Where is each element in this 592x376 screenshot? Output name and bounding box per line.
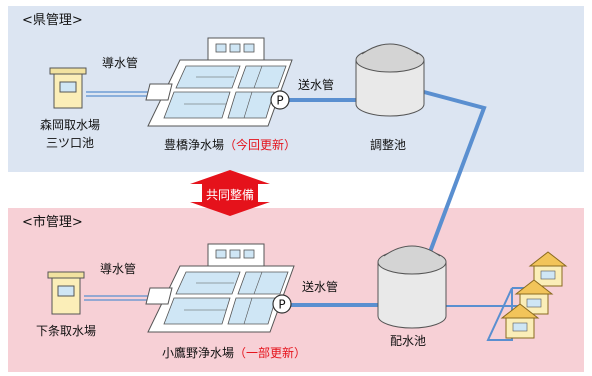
plant-update-note: （今回更新）	[224, 138, 297, 152]
source-label-line2: 三ツ口池	[46, 136, 95, 150]
joint-development-arrow	[190, 170, 270, 216]
bottom-pump: P	[272, 294, 292, 314]
house-icon	[528, 251, 568, 287]
bottom-intake-pipe-label: 導水管	[100, 262, 137, 276]
bottom-transmission-pipe-label: 送水管	[302, 280, 339, 294]
top-pump: P	[270, 90, 290, 110]
city-plant-name: 小鷹野浄水場	[162, 346, 235, 360]
adjustment-tank-label: 調整池	[370, 138, 407, 152]
shimojo-intake-building	[47, 271, 85, 315]
top-pump-symbol: P	[276, 94, 283, 108]
connecting-pipe	[423, 90, 487, 253]
morioka-intake-building	[49, 67, 87, 109]
distribution-tank	[377, 245, 447, 329]
toyohashi-plant	[145, 37, 293, 127]
city-plant-update-note: （一部更新）	[234, 346, 307, 360]
top-transmission-pipe-label: 送水管	[298, 78, 335, 92]
kotakano-plant-label: 小鷹野浄水場（一部更新）	[162, 346, 306, 360]
plant-name: 豊橋浄水場	[164, 138, 225, 152]
pipe-network	[84, 90, 540, 341]
distribution-tank-label: 配水池	[390, 334, 427, 348]
kotakano-plant	[145, 243, 295, 333]
prefecture-section-title: <県管理>	[22, 13, 83, 28]
joint-development-label: 共同整備	[205, 188, 254, 202]
house-icon	[500, 303, 540, 339]
shimojo-source-label: 下条取水場	[36, 324, 97, 338]
adjustment-tank	[355, 43, 425, 117]
city-managed-area	[8, 208, 584, 372]
bottom-pump-symbol: P	[278, 298, 285, 312]
city-section-title: <市管理>	[22, 215, 83, 230]
source-label-line1: 森岡取水場	[40, 118, 101, 132]
prefecture-managed-area	[8, 6, 584, 172]
toyohashi-plant-label: 豊橋浄水場（今回更新）	[164, 138, 296, 152]
top-intake-pipe-label: 導水管	[102, 56, 139, 70]
